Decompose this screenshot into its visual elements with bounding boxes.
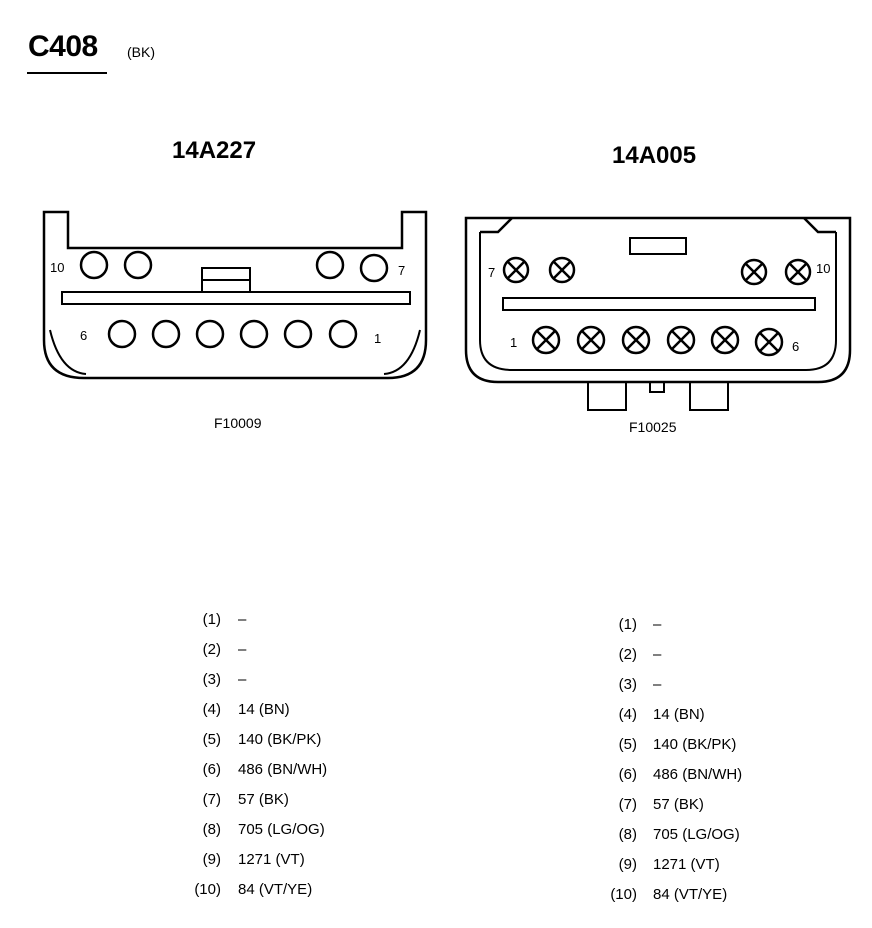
- pin-terminal: [576, 325, 606, 355]
- pin-wire: –: [238, 641, 247, 658]
- pin-socket: [123, 250, 153, 280]
- pin-wire: 1271 (VT): [238, 851, 305, 868]
- pin-terminal: [754, 327, 784, 357]
- pin-wire: 1271 (VT): [653, 856, 720, 873]
- pin-terminal: [548, 256, 576, 284]
- pin-index: (6): [618, 766, 637, 783]
- pin-socket: [239, 319, 269, 349]
- pin-index: (9): [618, 856, 637, 873]
- connector-diagrams: 10 7 6 1 7 10 1 6: [42, 210, 852, 411]
- pin-index: (10): [610, 886, 637, 903]
- pin-index: (5): [618, 736, 637, 753]
- left-pin-label-top-left: 10: [50, 260, 64, 275]
- pin-wire: –: [653, 616, 662, 633]
- pin-index: (1): [618, 616, 637, 633]
- pin-socket: [283, 319, 313, 349]
- pin-socket: [328, 319, 358, 349]
- pin-terminal: [710, 325, 740, 355]
- connector-color-code: (BK): [127, 44, 155, 60]
- pin-index: (7): [618, 796, 637, 813]
- pin-index: (8): [202, 821, 221, 838]
- pin-index: (8): [618, 826, 637, 843]
- pin-terminal: [531, 325, 561, 355]
- pin-index: (2): [202, 641, 221, 658]
- right-pin-label-bottom-left: 1: [510, 335, 517, 350]
- pin-wire: 705 (LG/OG): [238, 821, 325, 838]
- pin-index: (2): [618, 646, 637, 663]
- right-connector-pins: [502, 256, 812, 357]
- pin-terminal: [666, 325, 696, 355]
- right-figure-code: F10025: [629, 419, 677, 435]
- pin-index: (10): [194, 881, 221, 898]
- pin-index: (3): [202, 671, 221, 688]
- pin-terminal: [740, 258, 768, 286]
- pin-index: (1): [202, 611, 221, 628]
- left-pin-label-bottom-right: 1: [374, 331, 381, 346]
- pin-wire: 57 (BK): [653, 796, 704, 813]
- pin-socket: [315, 250, 345, 280]
- left-connector-name: 14A227: [172, 137, 257, 164]
- pin-index: (4): [202, 701, 221, 718]
- pin-index: (5): [202, 731, 221, 748]
- pin-socket: [151, 319, 181, 349]
- pin-terminal: [502, 256, 530, 284]
- pin-socket: [107, 319, 137, 349]
- pin-index: (4): [618, 706, 637, 723]
- pin-wire: –: [653, 646, 662, 663]
- connector-title: C408: [28, 30, 98, 63]
- left-connector-pins: [79, 250, 389, 349]
- pin-index: (6): [202, 761, 221, 778]
- pin-wire: 140 (BK/PK): [238, 731, 322, 748]
- pin-wire: –: [238, 671, 247, 688]
- pin-wire: 140 (BK/PK): [653, 736, 737, 753]
- pin-wire: 57 (BK): [238, 791, 289, 808]
- left-pin-label-top-right: 7: [398, 263, 405, 278]
- pin-wire: –: [653, 676, 662, 693]
- pin-wire: 84 (VT/YE): [238, 881, 313, 898]
- pin-wire: 84 (VT/YE): [653, 886, 728, 903]
- right-pin-label-top-right: 10: [816, 261, 830, 276]
- pin-socket: [359, 253, 389, 283]
- left-figure-code: F10009: [214, 415, 262, 431]
- pin-socket: [79, 250, 109, 280]
- pin-index: (3): [618, 676, 637, 693]
- pin-wire: –: [238, 611, 247, 628]
- pin-wire: 14 (BN): [653, 706, 705, 723]
- pin-index: (7): [202, 791, 221, 808]
- title-underline: [27, 72, 107, 74]
- right-connector-name: 14A005: [612, 142, 697, 169]
- pin-index: (9): [202, 851, 221, 868]
- pin-terminal: [621, 325, 651, 355]
- pin-wire: 486 (BN/WH): [653, 766, 743, 783]
- pin-wire: 705 (LG/OG): [653, 826, 740, 843]
- pin-wire: 14 (BN): [238, 701, 290, 718]
- pin-terminal: [784, 258, 812, 286]
- left-connector-housing: [42, 210, 428, 380]
- right-pin-label-top-left: 7: [488, 265, 495, 280]
- right-connector-housing: [464, 216, 852, 411]
- left-pin-label-bottom-left: 6: [80, 328, 87, 343]
- right-pin-label-bottom-right: 6: [792, 339, 799, 354]
- pin-socket: [195, 319, 225, 349]
- pin-wire: 486 (BN/WH): [238, 761, 328, 778]
